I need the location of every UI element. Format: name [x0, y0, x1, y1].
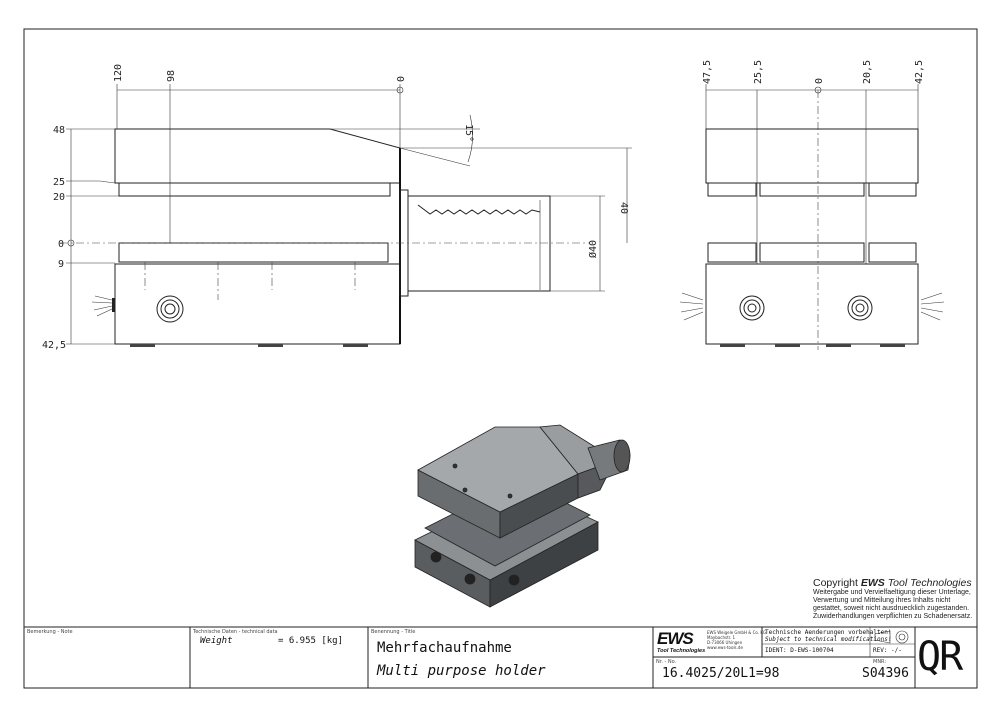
copyright-brand: EWS	[860, 577, 885, 589]
dim-0-side: 0	[814, 78, 825, 84]
dim-42-5-side: 42,5	[914, 60, 925, 84]
dim-47-5: 47,5	[702, 60, 713, 84]
copyright-suffix: Tool Technologies	[884, 577, 972, 589]
notice-german: Technische Aenderungen vorbehalten!	[765, 629, 892, 636]
weight-value: = 6.955 [kg]	[278, 636, 344, 646]
copyright-line: gestattet, soweit nicht ausdruecklich zu…	[813, 605, 970, 612]
dim-25: 25	[53, 177, 65, 188]
copyright-prefix: Copyright	[813, 577, 861, 589]
dim-120: 120	[113, 64, 124, 82]
side-view-dimensions: 47,5 25,5 0 20,5 42,5	[702, 60, 925, 84]
copyright-line: Zuwiderhandlungen verpflichten zu Schade…	[813, 613, 973, 620]
dim-0-vertical: 0	[58, 239, 64, 250]
front-view-dimensions: 120 98 0 48 25 20 0 9 42,5 15° 40 Ø40	[42, 64, 629, 351]
dim-42-5: 42,5	[42, 340, 66, 351]
dim-98: 98	[166, 70, 177, 82]
qr-code-label: QR	[917, 634, 963, 680]
dim-angle: 15°	[463, 124, 474, 142]
projection-symbol-icon	[874, 630, 909, 644]
notice-english: Subject to technical modifications!	[765, 636, 892, 643]
technical-data-label: Technische Daten - technical data	[193, 629, 278, 635]
drawing-frame	[23, 28, 978, 689]
copyright-notice: Copyright EWS Tool Technologies Weiterga…	[813, 577, 973, 621]
mnr-label: MNR:	[873, 659, 887, 665]
revision: REV: -/-	[873, 647, 902, 654]
dim-20-5: 20,5	[862, 60, 873, 84]
dim-0: 0	[396, 76, 407, 82]
side-view	[679, 84, 945, 350]
dim-height-40: 40	[618, 202, 629, 214]
dim-25-5: 25,5	[753, 60, 764, 84]
part-number: 16.4025/20L1=98	[662, 666, 780, 681]
ident-number: IDENT: D-EWS-100704	[765, 647, 834, 654]
company-line: D-73066 Uhingen	[707, 640, 743, 645]
note-label: Bemerkung - Note	[27, 629, 73, 635]
dim-9: 9	[58, 259, 64, 270]
copyright-line: Verwertung und Mitteilung ihres Inhalts …	[813, 597, 951, 604]
dim-20: 20	[53, 192, 65, 203]
dim-diameter-40: Ø40	[587, 240, 599, 258]
mnr-number: S04396	[862, 666, 909, 681]
title-label: Benennung - Title	[371, 629, 416, 635]
weight-label: Weight	[200, 636, 233, 646]
ews-logo: EWS	[657, 629, 694, 648]
front-view	[60, 84, 632, 347]
ews-logo-subtitle: Tool Technologies	[657, 648, 706, 654]
company-address: EWS Weigele GmbH & Co. KG Maybachstr. 1 …	[707, 630, 766, 650]
number-label: Nr. - No.	[656, 659, 677, 665]
title-block-grid	[24, 626, 977, 688]
copyright-line: Weitergabe und Vervielfaeltigung dieser …	[813, 589, 971, 596]
company-line: www.ews-tools.de	[707, 645, 743, 650]
company-line: EWS Weigele GmbH & Co. KG	[707, 630, 767, 635]
isometric-view	[414, 424, 631, 608]
title-german: Mehrfachaufnahme	[377, 640, 512, 656]
dim-48: 48	[53, 125, 65, 136]
company-line: Maybachstr. 1	[707, 635, 736, 640]
title-english: Multi purpose holder	[377, 663, 546, 679]
